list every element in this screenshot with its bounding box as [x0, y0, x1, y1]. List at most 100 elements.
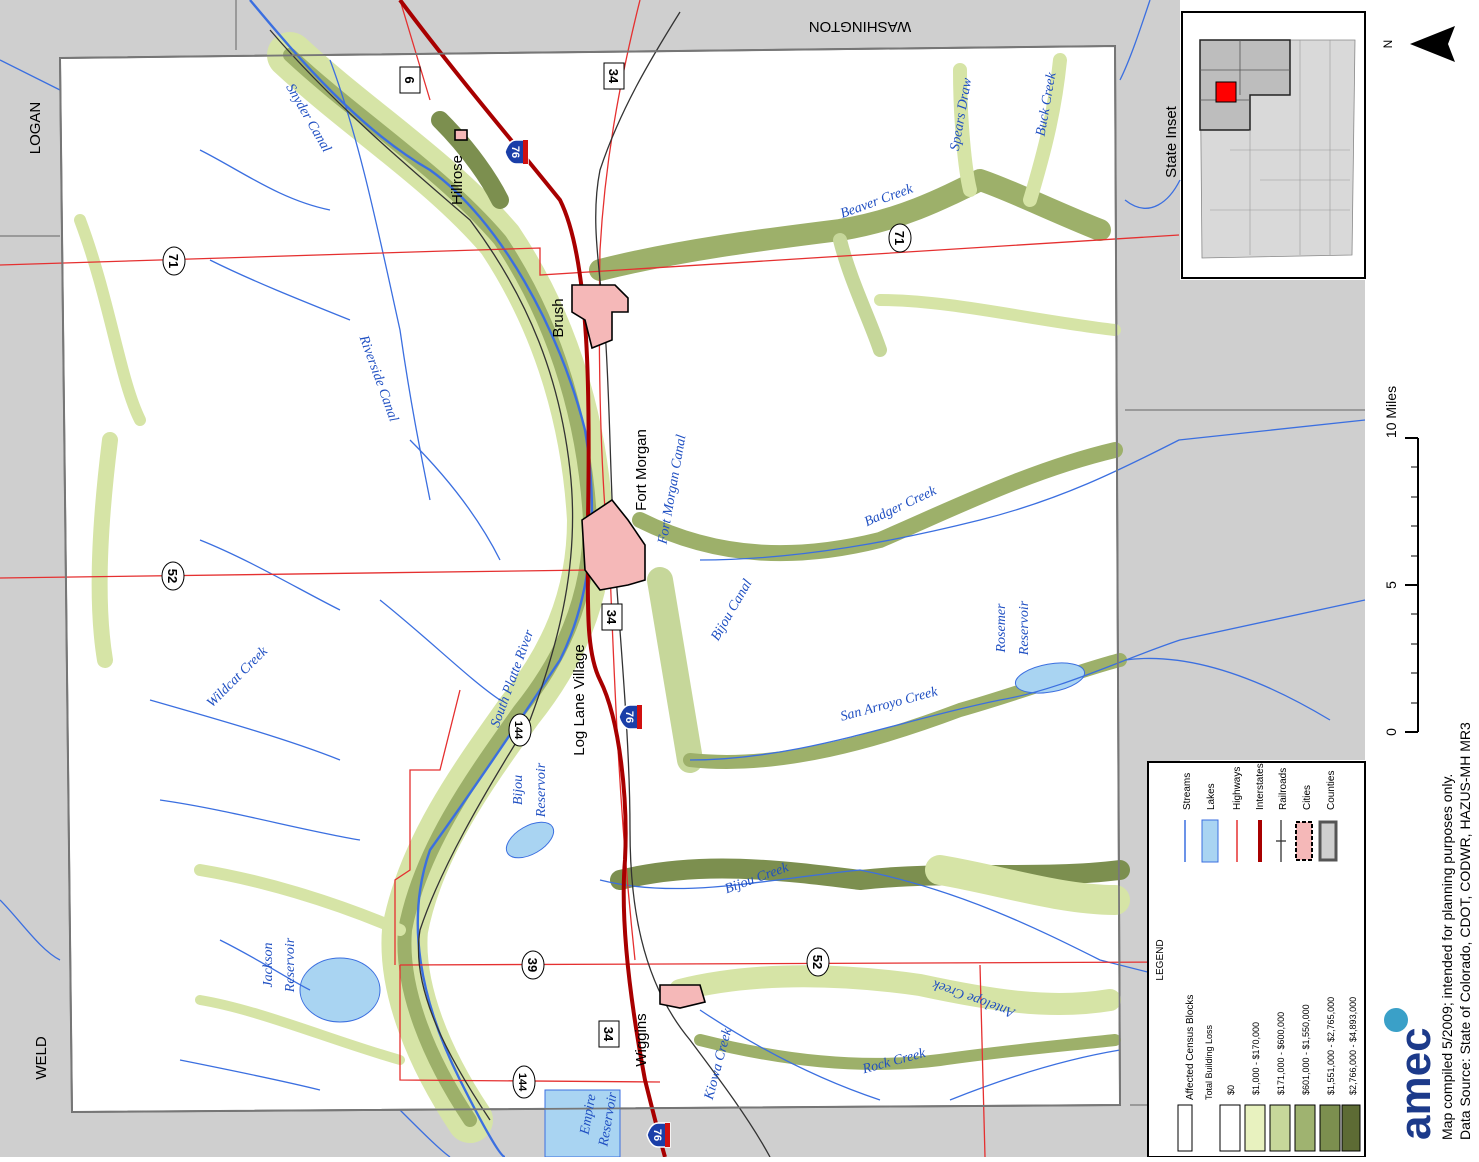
- log-lane-label: Log Lane Village: [571, 644, 588, 756]
- i76-label-center: 76: [623, 711, 635, 723]
- swatch-0: [1219, 1104, 1241, 1152]
- inset-highlight: [1215, 81, 1237, 103]
- brush-city: [571, 284, 629, 350]
- i76-label-north: 76: [509, 146, 521, 158]
- footer: amec Map compiled 5/2009; intended for p…: [1384, 722, 1473, 1140]
- fort-morgan-city: [581, 498, 646, 591]
- line-label-streams: Streams: [1182, 773, 1193, 810]
- north-arrow: N: [1381, 26, 1455, 62]
- line-label-interstates: Interstates: [1255, 763, 1266, 810]
- us6-shield: 6: [399, 66, 421, 94]
- amec-logo: amec: [1391, 1027, 1440, 1140]
- bijou-res-label-2: Reservoir: [534, 762, 549, 818]
- brush-label: Brush: [550, 298, 567, 337]
- sh71-label-west: 71: [166, 254, 181, 268]
- scale-tick-0: 0: [1383, 728, 1399, 736]
- inset-label: State Inset: [1163, 105, 1180, 178]
- scale-tick-5: 5: [1383, 581, 1399, 589]
- scale-bar: 0 5 10 Miles: [1383, 386, 1419, 736]
- scale-tick-10: 10 Miles: [1383, 386, 1399, 438]
- legend-total-loss: Total Building Loss: [1204, 1024, 1214, 1100]
- wiggins-city: [659, 984, 707, 1009]
- county-labels: WASHINGTON LOGAN WELD: [27, 18, 911, 1080]
- empire-res-label-1: Empire: [577, 1093, 599, 1137]
- swatch-1: [1244, 1104, 1266, 1152]
- i76-shield-north: 76: [504, 139, 529, 165]
- legend-class-labels: $0 $1,000 - $170,000 $171,000 - $600,000…: [1226, 997, 1358, 1095]
- legend-lake-symbol: [1201, 819, 1219, 863]
- sh71-shield-west: 71: [162, 246, 186, 276]
- sh39-shield: 39: [521, 950, 545, 980]
- sh144-label-south: 144: [516, 1073, 528, 1092]
- rosemer-res-label-2: Reservoir: [1017, 600, 1032, 656]
- route-shields: 76 76 76 6 34 34 34 71: [161, 62, 912, 1148]
- class-label-1: $1,000 - $170,000: [1251, 1022, 1261, 1095]
- line-label-highways: Highways: [1232, 767, 1243, 810]
- bijou-res-label-1: Bijou: [511, 775, 526, 805]
- sh39-label: 39: [525, 958, 540, 972]
- washington-label: WASHINGTON: [809, 18, 912, 35]
- line-label-counties: Counties: [1326, 771, 1337, 810]
- interstate-76: [398, 0, 667, 1158]
- sh52-label-west: 52: [165, 569, 180, 583]
- legend-swatches: [1177, 1104, 1361, 1152]
- sh144-shield-south: 144: [512, 1065, 536, 1099]
- bijou-reservoir-lake: [505, 821, 555, 859]
- sh71-shield-east: 71: [888, 223, 912, 253]
- line-label-cities: Cities: [1302, 785, 1313, 810]
- legend-line-labels: Streams Lakes Highways Interstates Railr…: [1182, 763, 1337, 810]
- us34-shield-center: 34: [601, 603, 623, 631]
- rosemer-reservoir-lake: [1014, 662, 1086, 694]
- us34-label-south: 34: [601, 1027, 616, 1042]
- legend-line-symbols: [1184, 819, 1338, 863]
- swatch-2: [1269, 1104, 1291, 1152]
- us34-label-north: 34: [606, 69, 621, 84]
- i76-shield-center: 76: [618, 704, 643, 730]
- class-label-4: $1,551,000 - $2,765,000: [1326, 997, 1336, 1095]
- streams: [0, 0, 1366, 1159]
- line-label-railroads: Railroads: [1278, 768, 1289, 810]
- lakes: [299, 662, 1086, 1158]
- us6-label: 6: [402, 76, 417, 83]
- hillrose-city: [454, 129, 468, 141]
- sh71-label-east: 71: [892, 231, 907, 245]
- state-inset: State Inset: [1163, 11, 1366, 279]
- legend-county-symbol: [1318, 820, 1338, 862]
- cities: [454, 129, 707, 1009]
- class-label-0: $0: [1226, 1085, 1236, 1095]
- jackson-reservoir-lake: [299, 957, 381, 1023]
- hillrose-label: Hillrose: [449, 155, 466, 205]
- amec-logo-mark-icon: [1384, 1008, 1408, 1032]
- city-labels: Hillrose Brush Fort Morgan Log Lane Vill…: [449, 155, 650, 1067]
- us34-label-center: 34: [604, 610, 619, 625]
- logan-label: LOGAN: [27, 102, 44, 155]
- legend-affected: Affected Census Blocks: [1185, 995, 1196, 1100]
- legend-city-symbol: [1295, 821, 1313, 861]
- weld-label: WELD: [33, 1036, 50, 1080]
- sh52-shield-east: 52: [806, 947, 830, 977]
- county-lines: [59, 45, 1121, 1113]
- north-label: N: [1381, 40, 1395, 49]
- i76-shield-south: 76: [646, 1122, 671, 1148]
- wiggins-label: Wiggins: [633, 1013, 650, 1066]
- fort-morgan-label: Fort Morgan: [633, 429, 650, 511]
- us34-shield-south: 34: [598, 1020, 620, 1048]
- i76-label-south: 76: [651, 1129, 663, 1141]
- class-label-3: $601,000 - $1,550,000: [1301, 1004, 1311, 1095]
- jackson-res-label-2: Reservoir: [283, 937, 298, 993]
- sh52-label-east: 52: [810, 955, 825, 969]
- sh144-label-north: 144: [512, 721, 524, 740]
- rosemer-res-label-1: Rosemer: [994, 603, 1009, 654]
- jackson-res-label-1: Jackson: [261, 942, 276, 987]
- class-label-2: $171,000 - $600,000: [1276, 1012, 1286, 1095]
- swatch-3: [1294, 1104, 1316, 1152]
- north-arrow-icon: [1410, 26, 1455, 62]
- legend-title: LEGEND: [1155, 939, 1166, 980]
- swatch-4: [1319, 1104, 1341, 1152]
- line-label-lakes: Lakes: [1206, 783, 1217, 810]
- sh52-shield-west: 52: [161, 561, 185, 591]
- legend: LEGEND Affected Census Blocks Total Buil…: [1147, 761, 1366, 1158]
- note-source: Data Source: State of Colorado, CDOT, CO…: [1457, 722, 1473, 1140]
- swatch-5: [1341, 1104, 1361, 1152]
